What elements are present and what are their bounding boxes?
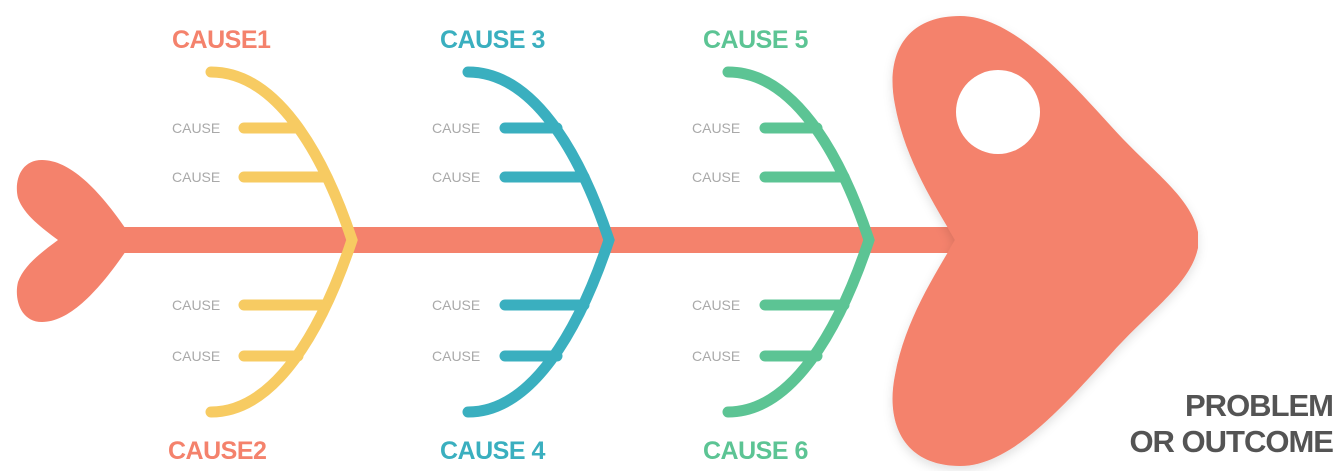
sub-cause-label: CAUSE: [692, 297, 740, 313]
fish-spine: [95, 227, 975, 253]
cause-4-label: CAUSE 4: [440, 437, 545, 466]
sub-cause-label: CAUSE: [172, 169, 220, 185]
outcome-line-1: PROBLEM: [1129, 388, 1333, 424]
sub-cause-label: CAUSE: [432, 348, 480, 364]
cause-2-label: CAUSE2: [168, 437, 266, 466]
sub-cause-label: CAUSE: [432, 169, 480, 185]
fish-tail-icon: [17, 160, 130, 322]
outcome-line-2: OR OUTCOME: [1129, 424, 1333, 460]
sub-cause-label: CAUSE: [692, 120, 740, 136]
sub-cause-label: CAUSE: [432, 297, 480, 313]
cause-5-label: CAUSE 5: [703, 26, 808, 55]
sub-cause-label: CAUSE: [172, 120, 220, 136]
sub-cause-label: CAUSE: [172, 297, 220, 313]
sub-cause-label: CAUSE: [692, 169, 740, 185]
sub-cause-label: CAUSE: [172, 348, 220, 364]
fish-eye-icon: [956, 70, 1040, 154]
sub-cause-label: CAUSE: [432, 120, 480, 136]
cause-1-label: CAUSE1: [172, 26, 270, 55]
sub-cause-label: CAUSE: [692, 348, 740, 364]
cause-6-label: CAUSE 6: [703, 437, 808, 466]
cause-3-label: CAUSE 3: [440, 26, 545, 55]
outcome-label: PROBLEM OR OUTCOME: [1129, 388, 1333, 460]
